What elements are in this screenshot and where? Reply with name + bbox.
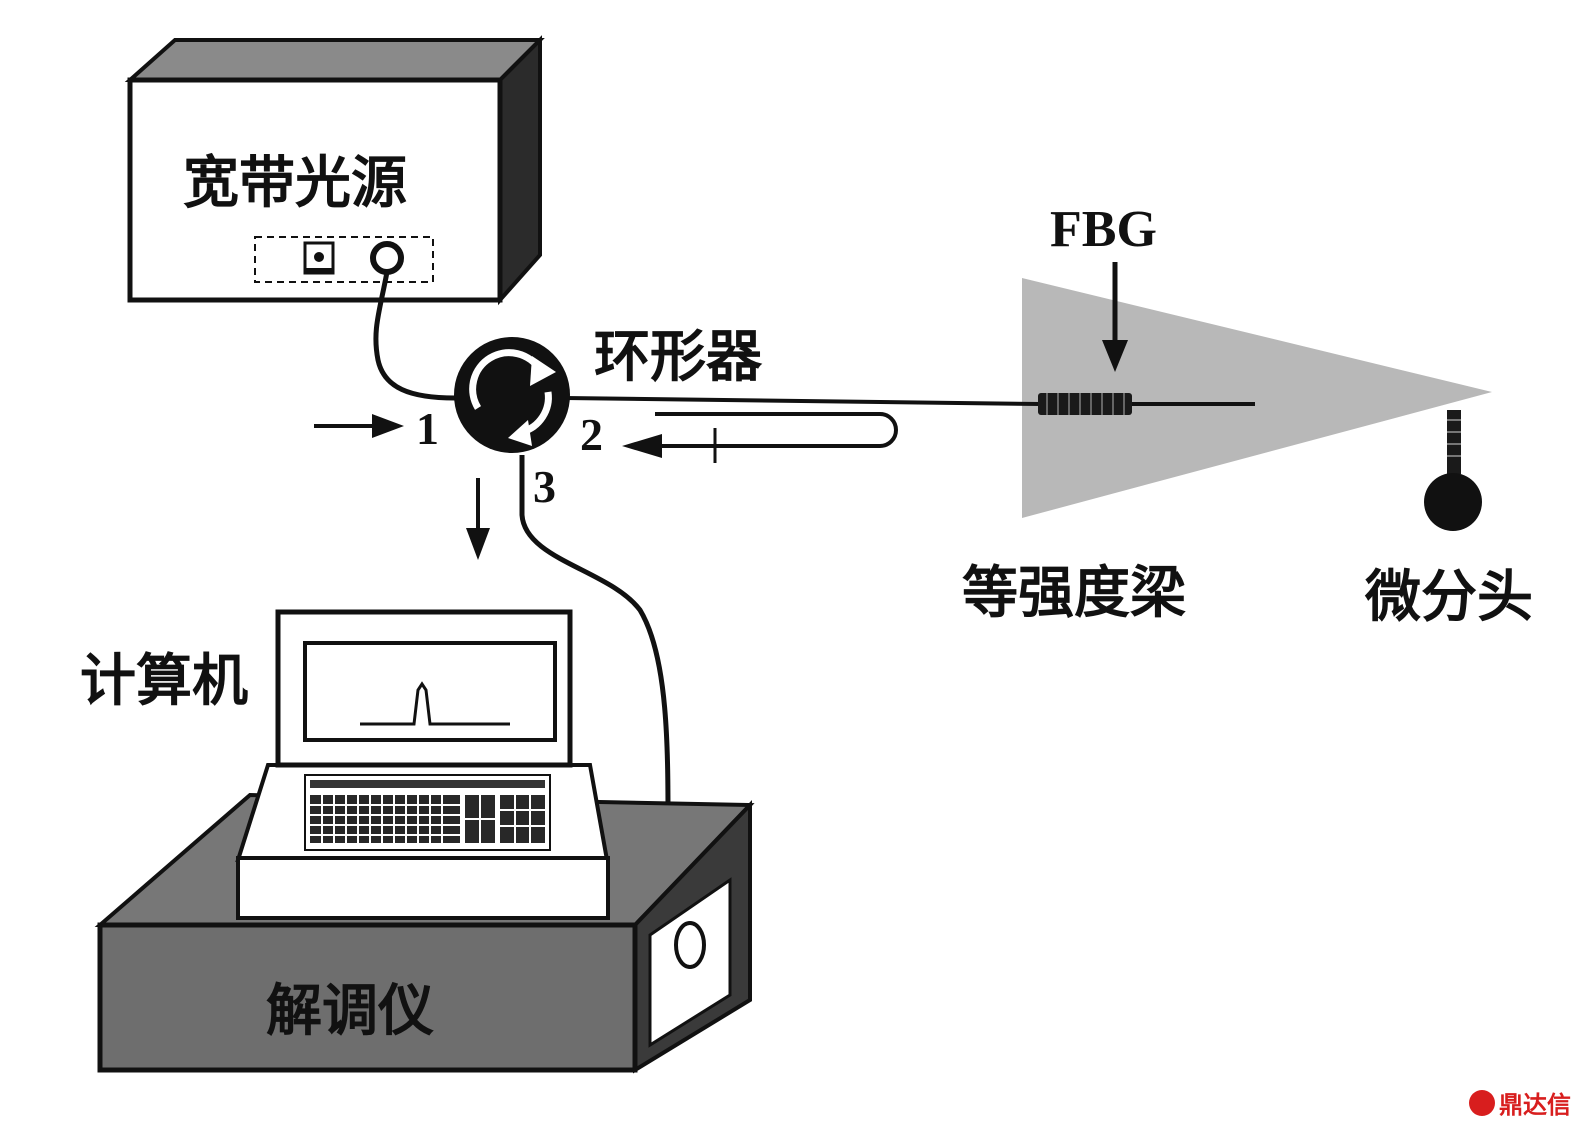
light-source-label: 宽带光源 [183, 150, 407, 216]
watermark-text: 鼎达信 [1499, 1091, 1571, 1119]
demodulator-label: 解调仪 [266, 978, 434, 1044]
watermark: 鼎达信 [1469, 1085, 1571, 1120]
beam-label: 等强度梁 [962, 560, 1186, 626]
light-source-box [124, 35, 545, 306]
port-2-label: 2 [580, 409, 603, 460]
fbg-label: FBG [1050, 201, 1157, 258]
port-1-label: 1 [416, 403, 439, 454]
micrometer-label: 微分头 [1365, 564, 1533, 630]
reflection-loop [622, 412, 898, 463]
computer-label: 计算机 [80, 648, 248, 714]
fbg-arrow [1102, 262, 1128, 372]
circulator [454, 337, 570, 453]
port-3-label: 3 [533, 461, 556, 512]
micrometer-head [1424, 410, 1482, 531]
equal-strength-beam [1022, 278, 1492, 518]
output-arrow [466, 478, 490, 560]
input-arrow [314, 414, 404, 438]
watermark-logo-icon [1469, 1089, 1495, 1116]
computer [235, 609, 610, 920]
circulator-label: 环形器 [594, 324, 762, 390]
fiber-source [373, 271, 456, 401]
fbg-grating [1038, 393, 1132, 415]
